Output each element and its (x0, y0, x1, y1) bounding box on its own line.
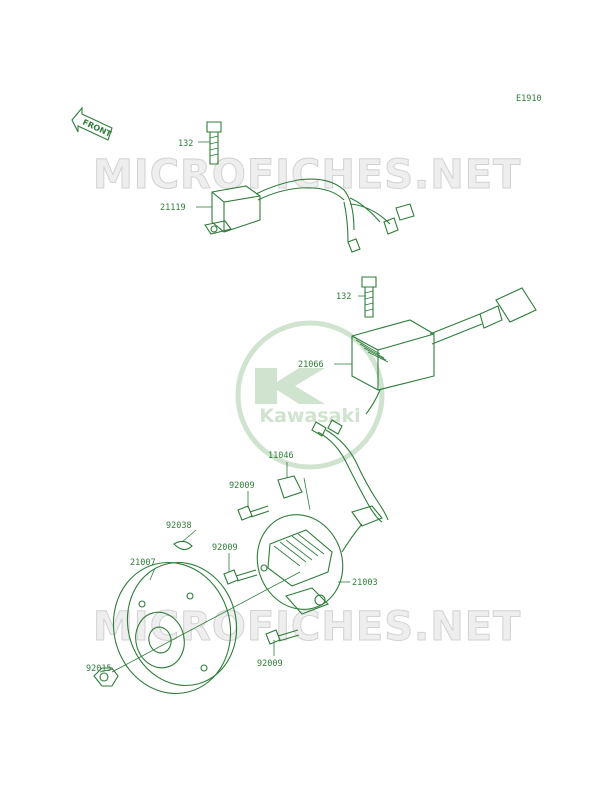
label-key: 92038 (166, 521, 192, 531)
bolt-regulator-icon (361, 276, 377, 318)
label-flywheel: 21007 (130, 558, 156, 568)
key-icon (173, 540, 193, 551)
kawasaki-logo: Kawasaki (235, 320, 385, 470)
screw-lower-icon (265, 629, 300, 645)
front-arrow-icon: FRONT (71, 106, 113, 141)
label-regulator: 21066 (298, 360, 324, 370)
logo-text: Kawasaki (259, 405, 360, 427)
label-screw-lower: 92009 (257, 659, 283, 669)
label-screw-upper: 92009 (229, 481, 255, 491)
grommet-icon (277, 475, 303, 499)
screw-mid-icon (223, 569, 258, 585)
label-stator: 21003 (352, 578, 378, 588)
label-screw-mid: 92009 (212, 543, 238, 553)
label-grommet: 11046 (268, 451, 294, 461)
label-cdi-unit: 21119 (160, 203, 186, 213)
leader-lines (99, 141, 366, 673)
nut-icon (93, 667, 119, 687)
watermark-top: MICROFICHES.NET (93, 152, 521, 198)
diagram-code: E1910 (516, 94, 542, 104)
bolt-top-icon (206, 121, 222, 165)
screw-upper-icon (237, 505, 270, 521)
label-bolt-regulator: 132 (336, 292, 351, 302)
regulator-icon (351, 287, 537, 415)
stator-wiring-icon (311, 419, 389, 553)
label-nut: 92015 (86, 664, 112, 674)
label-bolt-top: 132 (178, 139, 193, 149)
stator-icon (256, 514, 344, 615)
watermark-bottom: MICROFICHES.NET (93, 604, 521, 650)
cdi-unit-icon (204, 178, 415, 253)
